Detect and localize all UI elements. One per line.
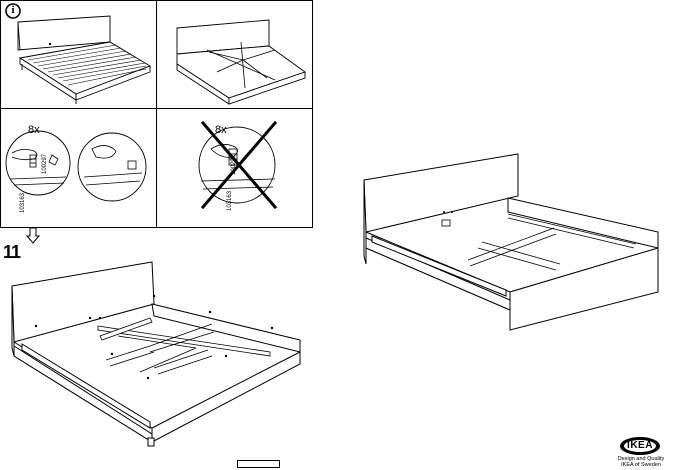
panel-wrong-fitting: 8x 100297 103163 bbox=[157, 109, 313, 228]
bed-with-braces-illustration bbox=[176, 19, 306, 105]
part-code-label: 103163 bbox=[227, 190, 233, 211]
part-code-label: 100297 bbox=[231, 154, 237, 175]
bed-with-slats-illustration bbox=[17, 15, 152, 104]
wrong-fitting-illustration bbox=[198, 120, 278, 210]
brand-tagline-2: IKEA of Sweden bbox=[621, 462, 661, 468]
quantity-label: 8x bbox=[215, 124, 227, 136]
main-bed-assembly-illustration bbox=[0, 252, 320, 452]
part-code-label: 103163 bbox=[20, 192, 26, 213]
panel-bed-with-slats bbox=[0, 0, 156, 108]
brand-tagline-1: Design and Quality bbox=[617, 456, 665, 462]
info-icon: i bbox=[5, 3, 21, 19]
quantity-label: 8x bbox=[28, 124, 40, 136]
ikea-logo-text: IKEA bbox=[627, 440, 653, 451]
panel-correct-fitting: 8x 100297 103163 bbox=[0, 109, 156, 228]
part-code-label: 100297 bbox=[42, 153, 48, 174]
ikea-logo-oval: IKEA bbox=[624, 440, 656, 452]
panel-bed-with-braces bbox=[157, 0, 313, 108]
instruction-grid bbox=[0, 0, 313, 228]
correct-fitting-illustration bbox=[5, 130, 147, 202]
cross-icon bbox=[200, 120, 278, 210]
grid-lines bbox=[0, 0, 313, 228]
info-icon-label: i bbox=[11, 4, 15, 16]
ikea-logo: IKEA bbox=[620, 437, 660, 455]
step-number: 11 bbox=[3, 242, 21, 262]
down-arrow-icon bbox=[26, 228, 40, 244]
page-number-box bbox=[237, 460, 280, 468]
assembled-bed-illustration bbox=[358, 152, 678, 382]
